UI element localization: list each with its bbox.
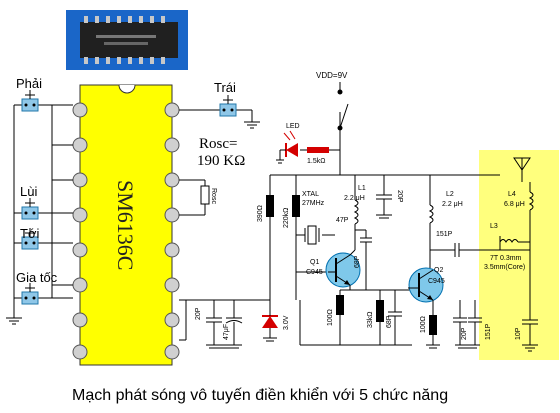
switch-phai — [21, 90, 39, 112]
resistor-33k — [376, 300, 384, 322]
chip-photo — [66, 10, 188, 70]
cap-20p-b: 20P — [396, 190, 403, 203]
resistor-390-label: 390Ω — [257, 205, 264, 222]
l3-label: L3 — [490, 223, 498, 230]
cap-10p: 10P — [515, 327, 522, 340]
switch-trai — [219, 95, 237, 117]
ic-chip — [79, 84, 173, 366]
antenna — [499, 157, 538, 352]
l4-label: L4 — [508, 191, 516, 198]
q2-label: Q2 — [434, 267, 443, 274]
l3-desc-1: 7T 0.3mm — [490, 255, 522, 262]
antenna-highlight — [479, 150, 559, 360]
crystal — [304, 225, 320, 245]
rosc-resistor-label: Rosc — [210, 188, 217, 204]
q1-part: C945 — [306, 269, 323, 276]
rosc-value: 190 KΩ — [197, 153, 245, 169]
rosc-label: Rosc= — [199, 136, 237, 152]
led — [276, 130, 298, 164]
cap-151p-a: 151P — [436, 231, 453, 238]
resistor-220k-label: 220kΩ — [283, 208, 290, 228]
switch-label-trai: Trái — [214, 80, 236, 95]
resistor-100-a-label: 100Ω — [327, 309, 334, 326]
vdd-label: VDD=9V — [316, 71, 348, 80]
l4-value: 6.8 μH — [504, 201, 525, 208]
cap-68p-a: 68P — [354, 255, 361, 268]
switch-label-phai: Phải — [16, 76, 42, 91]
resistor-100-b — [429, 315, 437, 335]
l1-label: L1 — [358, 185, 366, 192]
led-resistor-label: 1.5kΩ — [307, 158, 325, 165]
cap-20p-a: 20P — [195, 307, 202, 320]
resistor-220k — [292, 195, 300, 217]
chip-label: SM6136C — [113, 180, 138, 270]
switch-lui — [21, 198, 39, 220]
cap-151p-b: 151P — [485, 323, 492, 340]
switch-toi — [21, 228, 39, 250]
resistor-100-b-label: 100Ω — [420, 316, 427, 333]
l2-value: 2.2 μH — [442, 201, 463, 208]
resistor-390 — [266, 195, 274, 217]
cap-68p-b: 68P — [386, 315, 393, 328]
resistor-33k-label: 33kΩ — [367, 311, 374, 328]
cap-20p-c: 20P — [461, 327, 468, 340]
switch-label-giatoc: Gia tốc — [16, 270, 58, 285]
switch-giatoc — [21, 283, 39, 305]
led-label: LED — [286, 123, 300, 130]
rosc-resistor — [179, 179, 210, 216]
led-resistor — [307, 147, 329, 153]
q2-part: C945 — [428, 278, 445, 285]
left-wiring — [6, 104, 73, 325]
q1-label: Q1 — [310, 259, 319, 266]
l1-value: 2.2 μH — [344, 195, 365, 202]
l3-desc-2: 3.5mm(Core) — [484, 264, 525, 271]
crystal-label-1: XTAL — [302, 191, 319, 198]
resistor-100-a — [336, 295, 344, 315]
l2-label: L2 — [446, 191, 454, 198]
ic-pins — [72, 102, 180, 360]
switch-label-lui: Lùi — [20, 184, 37, 199]
crystal-label-2: 27MHz — [302, 200, 325, 207]
transistor-q1 — [325, 252, 361, 288]
switch-label-toi: Tới — [20, 226, 39, 241]
cap-47p: 47P — [336, 217, 349, 224]
zener-label: 3.0V — [283, 315, 290, 330]
caption: Mạch phát sóng vô tuyến điền khiển với 5… — [72, 386, 448, 404]
cap-47uf: 47μF — [223, 324, 230, 340]
zener-diode — [262, 300, 278, 342]
transistor-q2 — [408, 267, 444, 303]
